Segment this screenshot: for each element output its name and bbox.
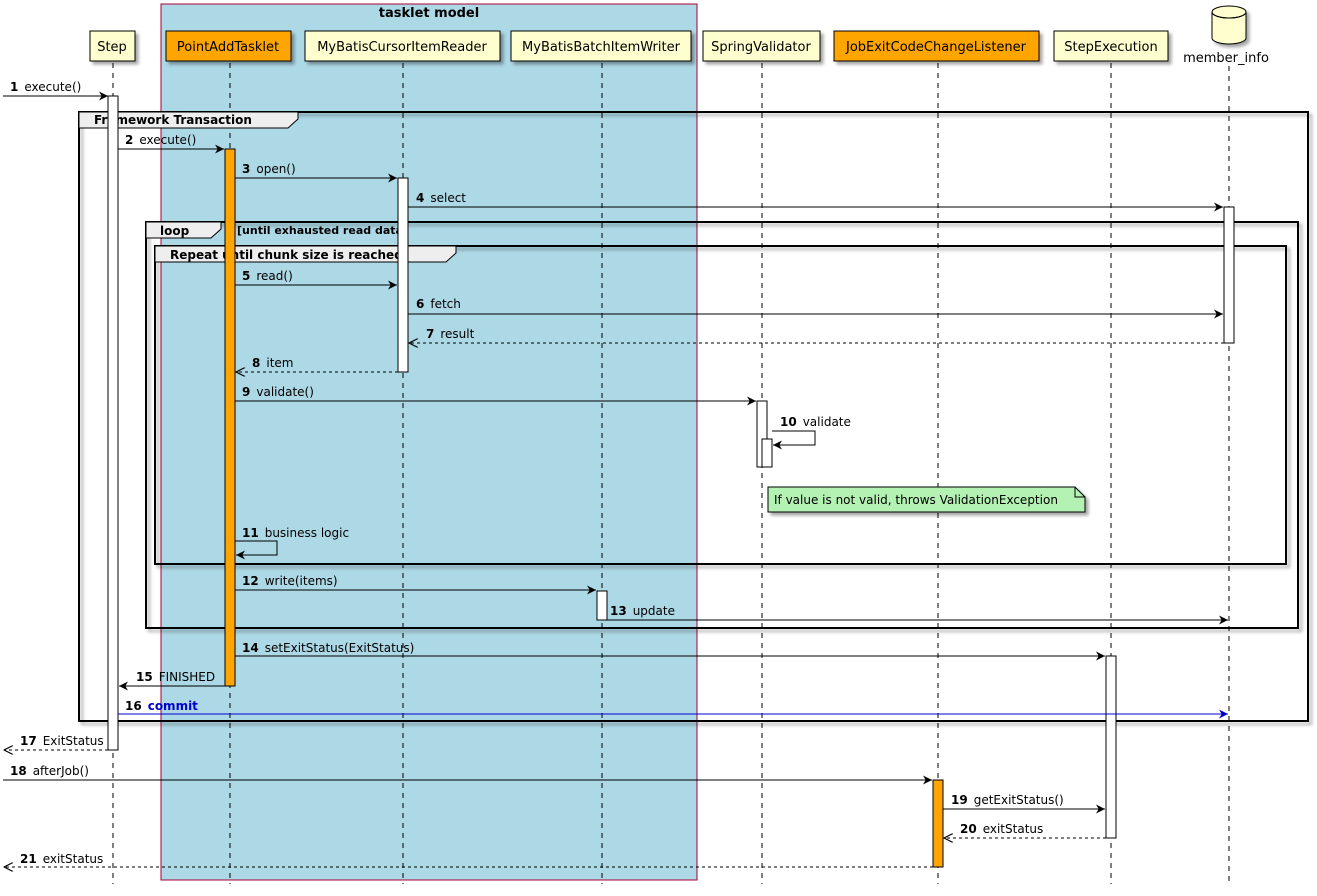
participant-tasklet: PointAddTasklet [165,30,292,62]
activation-listener [932,779,944,868]
message-10-arrow [772,430,816,450]
participant-writer: MyBatisBatchItemWriter [510,30,692,62]
activation-db [1223,206,1235,344]
message-11-arrow [235,540,278,560]
activations [107,95,1235,868]
tasklet-model-box: tasklet model [160,3,698,881]
participant-label: member_info [1183,51,1269,66]
activation-validator-nested [761,438,773,468]
participant-label: Step [97,40,127,55]
participant-label: StepExecution [1064,40,1157,55]
participant-stepexec: StepExecution [1053,30,1169,62]
frame-condition: [until exhausted read data] [237,224,408,237]
participant-step: Step [89,30,136,62]
participant-label: MyBatisBatchItemWriter [522,40,681,55]
validation-note: If value is not valid, throws Validation… [767,486,1086,513]
activation-stepexec [1105,655,1117,839]
participant-reader: MyBatisCursorItemReader [304,30,501,62]
frame-keyword: loop [160,224,190,238]
participant-label: JobExitCodeChangeListener [845,40,1027,55]
frame-framework-transaction: Framework Transaction [78,111,1309,722]
activation-writer [596,590,608,621]
participant-db: member_info [1183,5,1269,66]
participant-validator: SpringValidator [702,30,821,62]
participant-label: SpringValidator [711,40,811,55]
participant-label: MyBatisCursorItemReader [317,40,487,55]
participant-listener: JobExitCodeChangeListener [833,30,1040,62]
database-icon [1211,5,1247,45]
activation-tasklet [224,148,236,687]
note-text: If value is not valid, throws Validation… [774,493,1058,507]
frame-keyword: Framework Transaction [94,113,252,127]
frame-loop: loop [until exhausted read data] [145,221,1299,629]
box-title: tasklet model [379,6,479,21]
message-lines [3,91,1228,867]
participant-label: PointAddTasklet [177,40,279,55]
frame-keyword: Repeat until chunk size is reached [170,248,403,262]
activation-step [107,95,119,751]
activation-reader [397,177,409,373]
